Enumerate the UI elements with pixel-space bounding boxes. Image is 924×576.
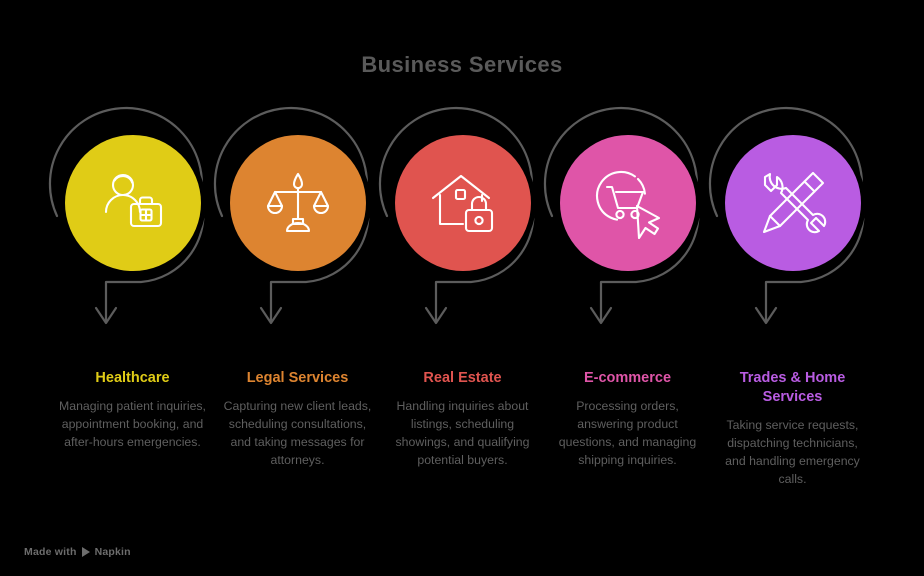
watermark: Made with Napkin [24, 546, 131, 558]
service-icon-circle[interactable] [64, 135, 201, 271]
service-node[interactable] [543, 107, 710, 345]
service-description: Handling inquiries about listings, sched… [395, 399, 530, 467]
shopping-cart-cursor-icon [591, 166, 665, 240]
service-node[interactable] [48, 107, 215, 345]
service-label: Trades & Home Services [739, 370, 846, 406]
service-description: Capturing new client leads, scheduling c… [223, 399, 372, 467]
play-triangle-icon [81, 547, 90, 557]
service-label: Healthcare [95, 370, 170, 386]
service-label: Legal Services [246, 370, 349, 386]
service-icon-circle[interactable] [229, 135, 366, 271]
service-icon-circle[interactable] [724, 135, 861, 271]
watermark-brand: Napkin [94, 546, 131, 558]
doctor-medical-kit-icon [98, 168, 168, 238]
scales-of-justice-icon [263, 168, 333, 238]
service-node[interactable] [213, 107, 380, 345]
service-node[interactable] [708, 107, 875, 345]
service-description: Taking service requests, dispatching tec… [725, 418, 860, 486]
service-description: Managing patient inquiries, appointment … [59, 399, 206, 449]
house-with-lock-icon [428, 168, 498, 238]
wrench-screwdriver-icon [756, 166, 830, 240]
service-description: Processing orders, answering product que… [558, 399, 697, 467]
page-title: Business Services [361, 52, 563, 77]
service-label: E-commerce [583, 370, 672, 386]
service-icon-circle[interactable] [559, 135, 696, 271]
service-node[interactable] [378, 107, 545, 345]
service-icon-circle[interactable] [394, 135, 531, 271]
watermark-prefix: Made with [24, 546, 77, 558]
service-label: Real Estate [423, 370, 502, 386]
